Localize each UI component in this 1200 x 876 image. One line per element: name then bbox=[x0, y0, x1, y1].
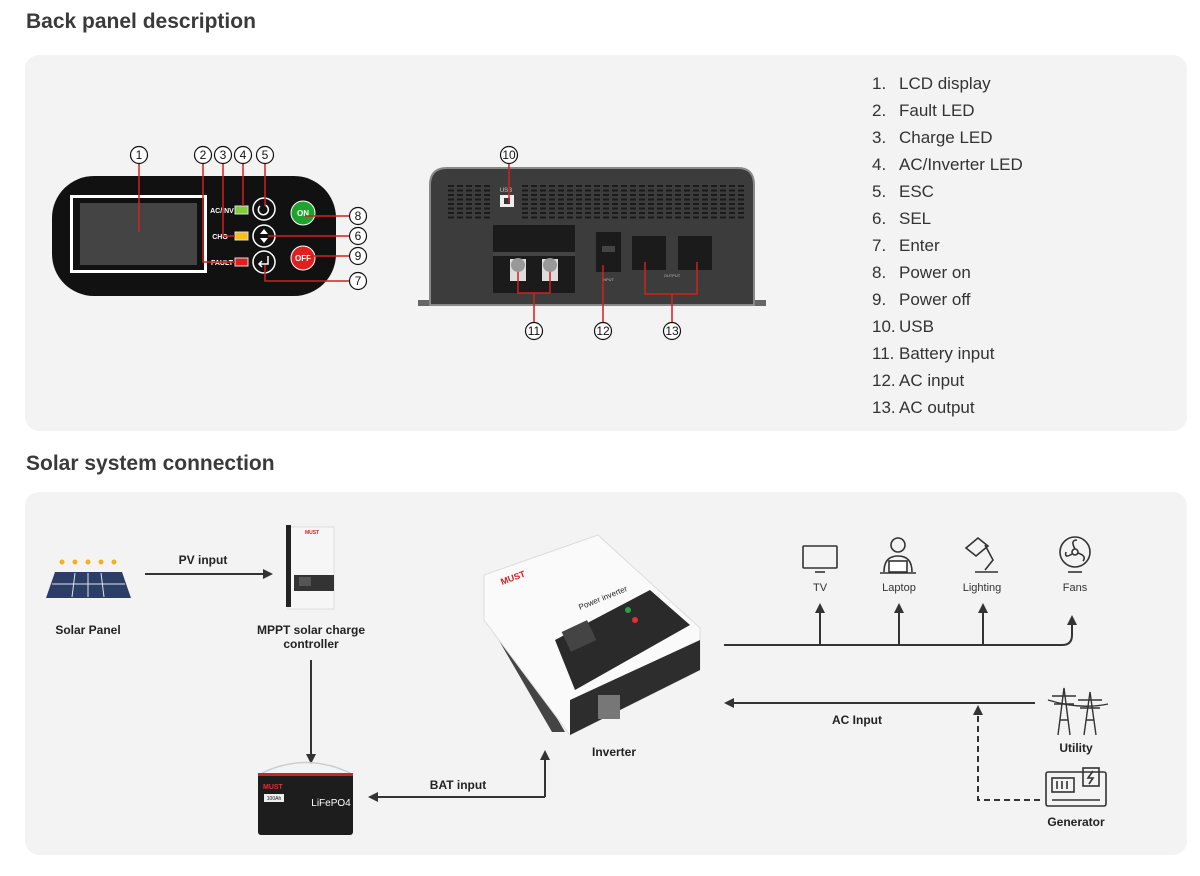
load-label-fans: Fans bbox=[1063, 582, 1088, 594]
callout-11: 11 bbox=[524, 321, 544, 341]
callout-9: 9 bbox=[348, 246, 368, 266]
generator-icon bbox=[1045, 767, 1107, 807]
fault-label: FAULT bbox=[211, 260, 234, 267]
svg-text:Solar Panel: Solar Panel bbox=[55, 623, 120, 637]
callout-8: 8 bbox=[348, 206, 368, 226]
svg-text:3: 3 bbox=[220, 148, 227, 162]
svg-text:1: 1 bbox=[136, 148, 143, 162]
solar-connection-title: Solar system connection bbox=[26, 452, 275, 475]
ac-inverter-led bbox=[234, 205, 249, 215]
legend-item: 10.USB bbox=[872, 317, 934, 336]
mppt-controller-image: MUST bbox=[286, 525, 335, 610]
esc-button[interactable] bbox=[252, 197, 276, 221]
ac-output-socket bbox=[678, 236, 712, 270]
legend-item: 7.Enter bbox=[872, 236, 940, 255]
legend-item: 3.Charge LED bbox=[872, 128, 993, 147]
chg-label: CHG bbox=[212, 234, 228, 241]
ac-output-line bbox=[724, 615, 1077, 646]
callout-3: 3 bbox=[213, 145, 233, 165]
svg-text:10: 10 bbox=[502, 148, 516, 162]
tv-icon bbox=[802, 545, 838, 573]
generator-label: Generator bbox=[1047, 815, 1105, 829]
back-panel-legend: 1.LCD display 2.Fault LED 3.Charge LED 4… bbox=[872, 72, 1023, 423]
legend-item: 13.AC output bbox=[872, 398, 975, 417]
battery-terminals bbox=[493, 225, 575, 293]
pv-input-label: PV input bbox=[179, 553, 228, 567]
svg-text:7: 7 bbox=[355, 274, 362, 288]
callout-13: 13 bbox=[662, 321, 682, 341]
mppt-label: controller bbox=[283, 637, 339, 651]
callout-12: 12 bbox=[593, 321, 613, 341]
svg-text:5: 5 bbox=[262, 148, 269, 162]
svg-text:11: 11 bbox=[528, 324, 541, 338]
callout-5: 5 bbox=[255, 145, 275, 165]
usb-label: USB bbox=[500, 188, 512, 194]
callout-4: 4 bbox=[233, 145, 253, 165]
svg-text:OFF: OFF bbox=[295, 254, 311, 263]
svg-text:MUST: MUST bbox=[263, 784, 284, 791]
legend-item: 11.Battery input bbox=[872, 344, 995, 363]
svg-text:12: 12 bbox=[596, 324, 610, 338]
lamp-icon bbox=[964, 536, 998, 573]
enter-icon bbox=[257, 256, 269, 268]
callout-1: 1 bbox=[129, 145, 149, 165]
ac-output-socket bbox=[632, 236, 666, 270]
svg-text:100Ah: 100Ah bbox=[267, 796, 282, 802]
enter-button[interactable] bbox=[252, 250, 276, 274]
callout-10: 10 bbox=[499, 145, 519, 165]
ac-inv-label: AC/INV bbox=[210, 208, 234, 215]
load-label-tv: TV bbox=[813, 582, 828, 594]
svg-text:ON: ON bbox=[297, 209, 309, 218]
legend-item: 12.AC input bbox=[872, 371, 965, 390]
ac-input-label: AC Input bbox=[832, 713, 882, 727]
bat-input-label: BAT input bbox=[430, 778, 486, 792]
legend-item: 6.SEL bbox=[872, 209, 932, 228]
charge-led bbox=[234, 231, 249, 241]
svg-text:LiFePO4: LiFePO4 bbox=[311, 798, 351, 809]
solar-panel-icon: Solar Panel bbox=[46, 559, 131, 637]
inverter-image: MUST Power inverter bbox=[483, 534, 701, 736]
fault-led bbox=[234, 257, 249, 267]
lifepo4-battery-image: MUST 100Ah LiFePO4 bbox=[258, 761, 353, 835]
laptop-user-icon bbox=[880, 537, 916, 574]
callout-6: 6 bbox=[348, 226, 368, 246]
legend-item: 4.AC/Inverter LED bbox=[872, 155, 1023, 174]
svg-text:6: 6 bbox=[355, 229, 362, 243]
svg-text:8: 8 bbox=[355, 209, 362, 223]
load-label-lighting: Lighting bbox=[963, 582, 1002, 594]
legend-item: 1.LCD display bbox=[872, 74, 991, 93]
load-label-laptop: Laptop bbox=[882, 582, 916, 594]
svg-text:9: 9 bbox=[355, 249, 362, 263]
svg-text:INPUT: INPUT bbox=[602, 277, 615, 282]
fan-icon bbox=[1059, 536, 1091, 573]
svg-text:OUTPUT: OUTPUT bbox=[664, 273, 681, 278]
svg-text:4: 4 bbox=[240, 148, 247, 162]
utility-tower-icon bbox=[1047, 687, 1109, 736]
svg-text:2: 2 bbox=[200, 148, 207, 162]
inverter-label: Inverter bbox=[592, 745, 636, 759]
back-icon bbox=[257, 204, 270, 216]
legend-item: 9.Power off bbox=[872, 290, 971, 309]
svg-text:MUST: MUST bbox=[305, 530, 319, 536]
front-control-panel: AC/INV CHG FAULT ON OFF bbox=[52, 164, 349, 296]
back-panel-title: Back panel description bbox=[26, 10, 256, 33]
mppt-label: MPPT solar charge bbox=[257, 623, 365, 637]
utility-label: Utility bbox=[1059, 741, 1093, 755]
svg-text:13: 13 bbox=[665, 324, 679, 338]
generator-line bbox=[973, 705, 1040, 801]
callout-7: 7 bbox=[348, 271, 368, 291]
callout-2: 2 bbox=[193, 145, 213, 165]
inverter-back-view: USB INPUT OUTPUT bbox=[418, 164, 766, 322]
power-off-button[interactable]: OFF bbox=[290, 245, 316, 271]
power-on-button[interactable]: ON bbox=[290, 200, 316, 226]
up-down-icon bbox=[260, 229, 268, 243]
legend-item: 8.Power on bbox=[872, 263, 971, 282]
legend-item: 5.ESC bbox=[872, 182, 934, 201]
legend-item: 2.Fault LED bbox=[872, 101, 975, 120]
